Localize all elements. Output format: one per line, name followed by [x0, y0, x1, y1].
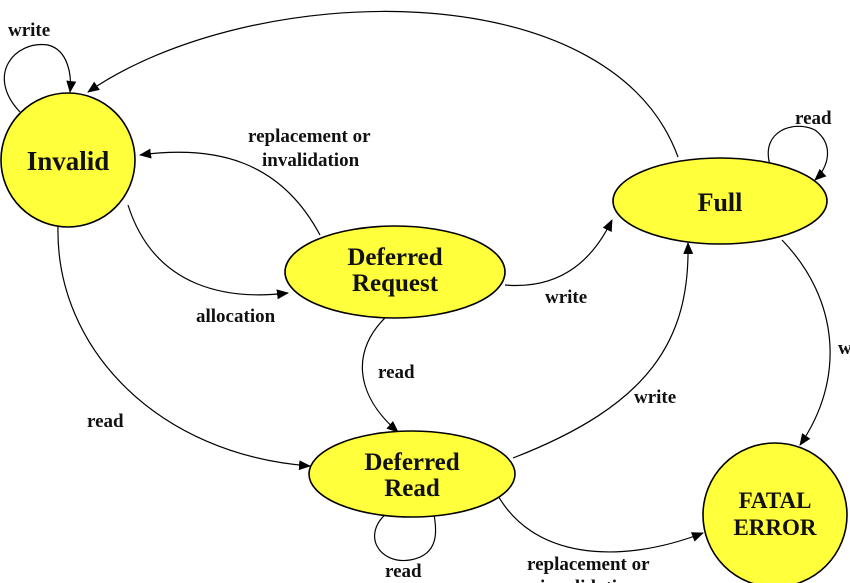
edges — [3, 10, 831, 562]
node-invalid-label: Invalid — [27, 146, 110, 176]
edge-invalid-to-read-read — [57, 225, 311, 471]
node-deferred-read: Deferred Read — [308, 430, 516, 518]
edge-read-self-read — [374, 504, 440, 562]
node-fatal-error-shape — [702, 442, 848, 583]
label-request-to-read-read: read — [378, 362, 415, 383]
nodes: Invalid Deferred Request Full Deferred R… — [0, 92, 848, 583]
node-deferred-request-label-line2: Request — [352, 270, 439, 297]
node-fatal-error-label-line2: ERROR — [733, 515, 816, 540]
node-fatal-error: FATAL ERROR — [702, 442, 848, 583]
label-invalid-to-request-allocation: allocation — [196, 306, 276, 327]
label-read-self-read: read — [385, 561, 422, 582]
edge-read-to-fatal-replacement — [494, 489, 704, 553]
label-request-to-invalid-replacement-line1: replacement or — [248, 126, 371, 147]
label-read-to-fatal-replacement-line2: invalidation — [540, 577, 638, 583]
label-invalid-self-write: write — [8, 20, 50, 41]
edge-invalid-self-write — [3, 43, 77, 113]
label-read-to-fatal-replacement-line1: replacement or — [527, 554, 650, 575]
node-deferred-read-shape — [308, 430, 516, 518]
node-invalid-shape — [0, 92, 136, 228]
node-full-shape — [612, 157, 828, 245]
node-full: Full — [612, 157, 828, 245]
label-full-self-read: read — [795, 108, 832, 129]
node-deferred-request-label-line1: Deferred — [347, 244, 442, 271]
edge-full-to-fatal-write — [781, 239, 831, 446]
label-full-to-fatal-write: write — [838, 338, 850, 359]
node-deferred-read-label-line1: Deferred — [364, 449, 459, 476]
edge-read-to-full-write — [512, 242, 694, 459]
label-invalid-to-read-read: read — [87, 411, 124, 432]
edge-labels: write replacement or invalidation alloca… — [8, 20, 850, 583]
edge-full-to-invalid-top — [87, 10, 679, 158]
node-deferred-request: Deferred Request — [284, 225, 506, 319]
edge-request-to-read-read — [361, 314, 399, 433]
edge-invalid-to-request-allocation — [127, 204, 289, 300]
node-deferred-request-shape — [284, 225, 506, 319]
node-invalid: Invalid — [0, 92, 136, 228]
label-request-to-full-write: write — [545, 287, 587, 308]
node-deferred-read-label-line2: Read — [384, 475, 440, 502]
label-request-to-invalid-replacement-line2: invalidation — [262, 150, 360, 171]
edge-full-self-read — [767, 125, 829, 181]
edge-request-to-invalid-replacement — [139, 148, 321, 236]
node-full-label: Full — [698, 188, 743, 217]
node-fatal-error-label-line1: FATAL — [739, 488, 812, 513]
label-read-to-full-write: write — [634, 387, 676, 408]
edge-request-to-full-write — [504, 219, 613, 287]
